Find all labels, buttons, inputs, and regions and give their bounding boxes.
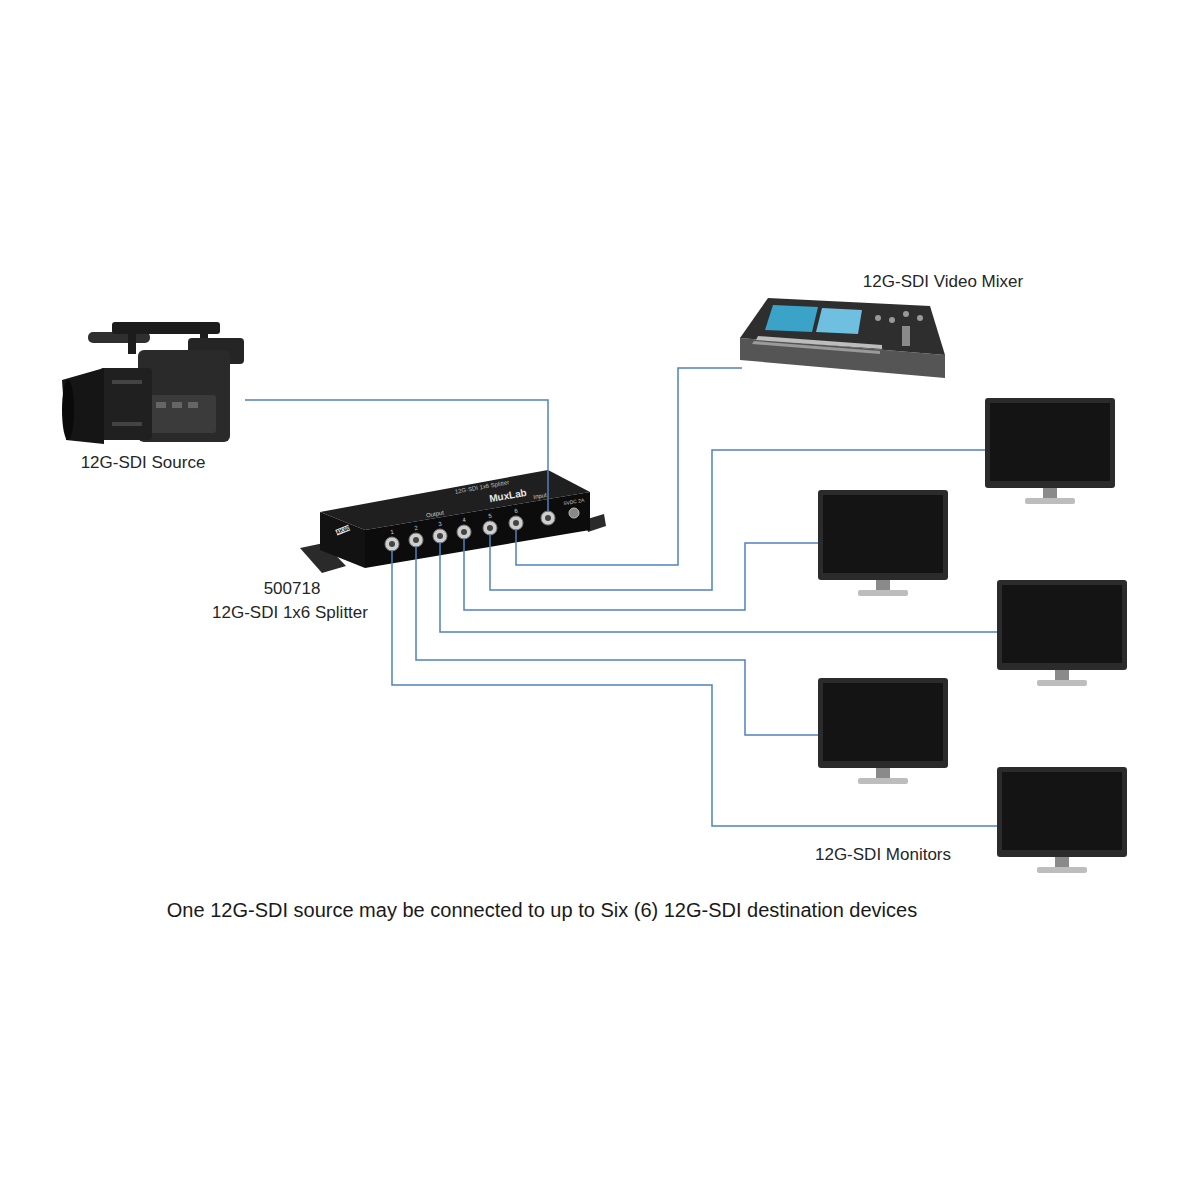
camera-node: 12G-SDI Source bbox=[60, 322, 245, 446]
cable-stub bbox=[547, 465, 549, 512]
monitor-neck bbox=[1055, 857, 1069, 867]
video-cable bbox=[490, 450, 985, 590]
bnc-pin bbox=[437, 533, 443, 539]
caption-text: One 12G-SDI source may be connected to u… bbox=[167, 900, 917, 920]
camera-lens bbox=[100, 368, 152, 440]
camera-button bbox=[172, 402, 182, 408]
monitor-bezel bbox=[818, 678, 948, 768]
mixer-node: 12G-SDI Video Mixer bbox=[742, 295, 945, 380]
bnc-pin bbox=[513, 520, 519, 526]
monitor-node bbox=[985, 398, 1115, 506]
monitor-illustration bbox=[997, 580, 1127, 686]
monitor-neck bbox=[876, 768, 890, 778]
node-label: 12G-SDI 1x6 Splitter bbox=[212, 604, 368, 621]
bnc-connector bbox=[483, 521, 497, 535]
camera-panel bbox=[150, 395, 216, 433]
monitor-node bbox=[818, 678, 948, 786]
camera-lens-hood bbox=[62, 368, 104, 444]
mixer-tbar bbox=[902, 326, 910, 346]
camera-lens-glass bbox=[62, 380, 74, 440]
camera-ring bbox=[112, 380, 142, 384]
video-cable bbox=[516, 368, 742, 565]
monitor-base bbox=[1037, 867, 1087, 873]
mixer-top bbox=[740, 298, 945, 355]
bnc-pins bbox=[389, 515, 551, 547]
cable-stub bbox=[463, 538, 465, 558]
bnc-connector bbox=[541, 511, 555, 525]
mixer-knob bbox=[903, 311, 909, 317]
monitor-node bbox=[997, 580, 1127, 688]
cable-stub bbox=[391, 550, 393, 558]
bnc-connectors bbox=[385, 511, 555, 551]
monitor-screen bbox=[1002, 585, 1122, 663]
splitter-node: 50071812G-SDI 1x6 Splitter bbox=[300, 465, 590, 558]
bnc-pin bbox=[413, 537, 419, 543]
mixer-buttons bbox=[752, 341, 880, 354]
bnc-connector bbox=[409, 533, 423, 547]
bnc-connector bbox=[433, 529, 447, 543]
bnc-pin bbox=[461, 529, 467, 535]
cable-stubs bbox=[392, 465, 548, 558]
monitor-base bbox=[1037, 680, 1087, 686]
monitor-screen bbox=[823, 683, 943, 761]
monitor-neck bbox=[1055, 670, 1069, 680]
node-label: 12G-SDI Video Mixer bbox=[863, 273, 1023, 290]
video-cable bbox=[464, 543, 818, 610]
mixer-knob bbox=[917, 315, 923, 321]
camera-illustration bbox=[62, 322, 244, 444]
mixer-illustration bbox=[740, 298, 945, 378]
video-cable bbox=[416, 558, 818, 735]
splitter-side bbox=[320, 512, 365, 568]
mixer-knob bbox=[875, 315, 881, 321]
monitor-bezel bbox=[997, 580, 1127, 670]
bnc-connector bbox=[509, 516, 523, 530]
power-jack bbox=[569, 508, 579, 518]
video-cable bbox=[392, 558, 997, 826]
bnc-connector bbox=[385, 537, 399, 551]
node-label: 500718 bbox=[264, 580, 321, 597]
mixer-screen bbox=[816, 308, 862, 334]
monitor-bezel bbox=[818, 490, 948, 580]
camera-button bbox=[156, 402, 166, 408]
cable-stub bbox=[489, 534, 491, 558]
monitor-base bbox=[1025, 498, 1075, 504]
monitor-illustration bbox=[997, 767, 1127, 873]
mixer-knob bbox=[889, 317, 895, 323]
monitor-bezel bbox=[997, 767, 1127, 857]
camera-button bbox=[188, 402, 198, 408]
monitor-illustration bbox=[985, 398, 1115, 504]
bnc-pin bbox=[545, 515, 551, 521]
monitor-node bbox=[997, 767, 1127, 875]
video-cable bbox=[440, 558, 997, 632]
monitor-screen bbox=[823, 495, 943, 573]
camera-handle-post bbox=[128, 330, 136, 354]
camera-ring bbox=[112, 422, 142, 426]
mixer-screen bbox=[765, 305, 818, 332]
bnc-pin bbox=[389, 541, 395, 547]
monitor-screen bbox=[1002, 772, 1122, 850]
monitor-screen bbox=[990, 403, 1110, 481]
bnc-pin bbox=[487, 525, 493, 531]
monitor-neck bbox=[876, 580, 890, 590]
monitor-neck bbox=[1043, 488, 1057, 498]
monitor-base bbox=[858, 590, 908, 596]
bnc-connector bbox=[457, 525, 471, 539]
cable-stub bbox=[415, 546, 417, 558]
monitor-node bbox=[818, 490, 948, 598]
splitter-illustration bbox=[300, 465, 606, 573]
monitor-illustration bbox=[818, 678, 948, 784]
monitor-bezel bbox=[985, 398, 1115, 488]
monitor-base bbox=[858, 778, 908, 784]
node-label: 12G-SDI Source bbox=[81, 454, 206, 471]
cable-stub bbox=[515, 529, 517, 558]
monitor-illustration bbox=[818, 490, 948, 596]
splitter-front bbox=[365, 492, 590, 568]
cable-stub bbox=[439, 542, 441, 558]
group-label: 12G-SDI Monitors bbox=[815, 846, 951, 863]
video-cable bbox=[245, 400, 548, 465]
